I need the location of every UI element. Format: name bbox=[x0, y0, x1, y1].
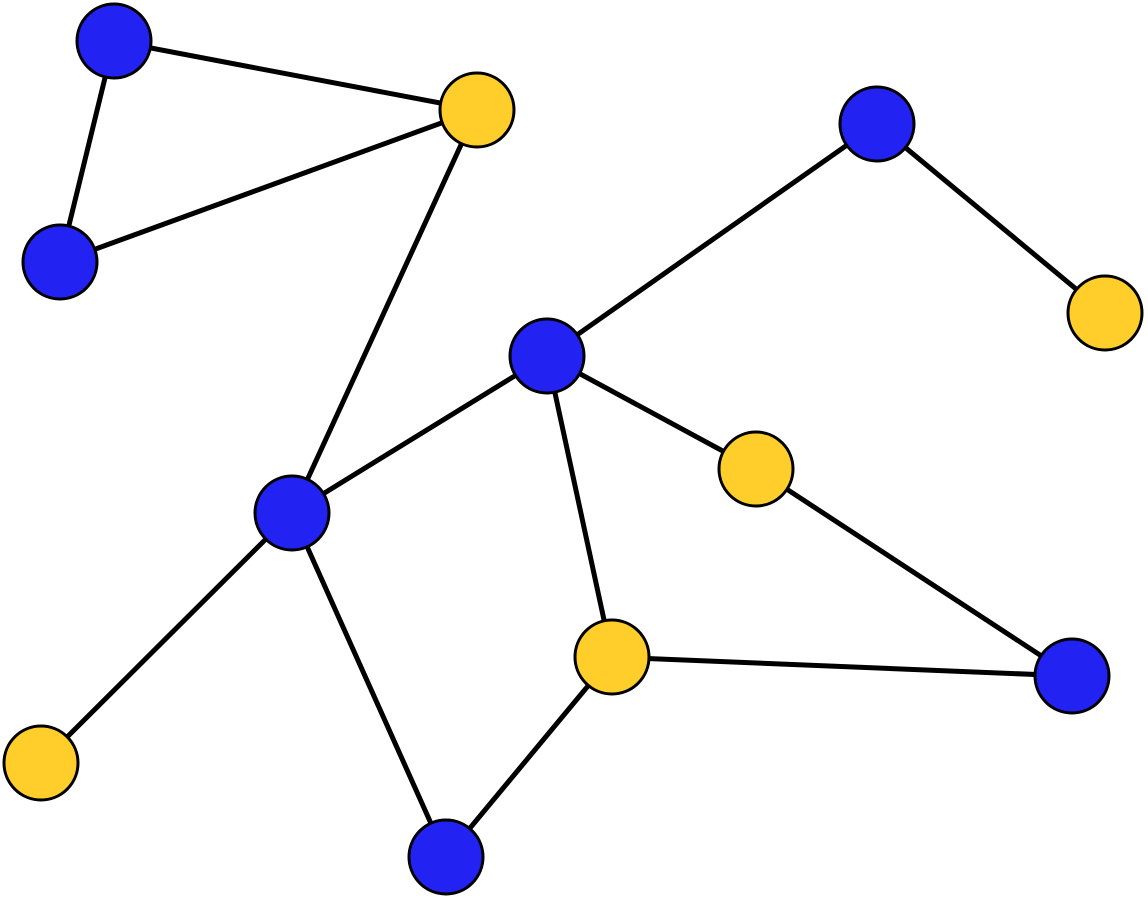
node-n8-blue bbox=[253, 474, 331, 552]
edge-n3-n8 bbox=[289, 107, 480, 516]
edge-n6-n8 bbox=[289, 353, 550, 516]
edge-n4-n6 bbox=[544, 121, 880, 359]
edge-n4-n5 bbox=[874, 121, 1108, 316]
edge-n9-n10 bbox=[609, 654, 1075, 679]
edge-n8-n11 bbox=[38, 510, 295, 766]
node-n2-blue bbox=[21, 223, 99, 301]
edge-n7-n10 bbox=[753, 466, 1075, 679]
edge-n6-n7 bbox=[544, 353, 759, 472]
node-n5-yellow bbox=[1066, 274, 1144, 352]
node-n1-blue bbox=[75, 2, 153, 80]
edge-n2-n3 bbox=[57, 107, 480, 265]
node-n11-yellow bbox=[2, 724, 80, 802]
edge-n8-n12 bbox=[289, 510, 449, 860]
edge-n6-n9 bbox=[544, 353, 615, 660]
node-n7-yellow bbox=[717, 430, 795, 508]
node-n4-blue bbox=[838, 85, 916, 163]
node-n3-yellow bbox=[438, 71, 516, 149]
edge-layer bbox=[38, 38, 1108, 860]
node-n12-blue bbox=[407, 818, 485, 896]
edge-n9-n12 bbox=[443, 654, 615, 860]
edge-n1-n3 bbox=[111, 38, 480, 113]
node-n6-blue bbox=[508, 317, 586, 395]
node-n10-blue bbox=[1033, 637, 1111, 715]
node-n9-yellow bbox=[573, 618, 651, 696]
